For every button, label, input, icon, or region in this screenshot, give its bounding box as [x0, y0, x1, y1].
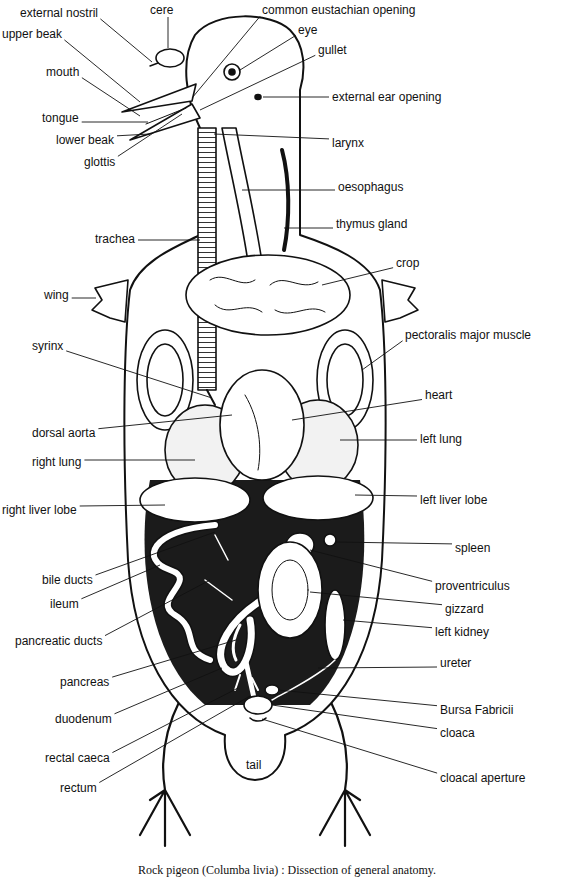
part-label: common eustachian opening — [262, 3, 415, 17]
part-label: wing — [44, 288, 69, 302]
leader-line — [100, 19, 152, 62]
leader-line — [72, 298, 96, 299]
leader-line — [82, 122, 148, 123]
part-label: dorsal aorta — [32, 426, 95, 440]
leader-line — [138, 240, 200, 241]
leader-line — [80, 505, 165, 506]
leader-line — [112, 688, 238, 753]
leader-line — [318, 667, 437, 668]
part-label: thymus gland — [336, 217, 407, 231]
part-label: eye — [298, 23, 317, 37]
leader-line — [242, 190, 335, 191]
part-label: rectum — [60, 781, 97, 795]
leader-line — [262, 719, 437, 773]
part-label: Bursa Fabricii — [440, 703, 513, 717]
part-label: larynx — [332, 136, 364, 150]
leader-line — [99, 696, 250, 783]
leader-line — [168, 17, 169, 48]
leader-line — [340, 440, 417, 441]
part-label: lower beak — [56, 133, 114, 147]
leader-line — [200, 55, 315, 110]
leader-line — [98, 415, 232, 429]
part-label: trachea — [95, 232, 135, 246]
part-label: duodenum — [55, 712, 112, 726]
part-label: external ear opening — [332, 90, 441, 104]
leader-line — [192, 16, 260, 98]
part-label: cloacal aperture — [440, 771, 525, 785]
part-label: left kidney — [435, 625, 489, 639]
part-label: crop — [396, 256, 419, 270]
part-label: tongue — [42, 111, 79, 125]
part-label: left lung — [420, 432, 462, 446]
figure-caption: Rock pigeon (Columba livia) : Dissection… — [0, 863, 574, 877]
leader-line — [118, 114, 182, 156]
part-label: syrinx — [32, 339, 63, 353]
part-label: gullet — [318, 43, 347, 57]
part-label: cloaca — [440, 726, 475, 740]
part-label: proventriculus — [435, 579, 510, 593]
leader-line — [240, 36, 296, 70]
leader-line — [112, 640, 236, 677]
leader-line — [272, 705, 437, 729]
part-label: left liver lobe — [420, 493, 487, 507]
leader-line — [115, 668, 223, 714]
leader-line — [355, 495, 417, 496]
leader-line — [310, 550, 432, 581]
part-label: tail — [246, 758, 261, 772]
part-label: ureter — [440, 656, 471, 670]
part-label: glottis — [84, 155, 115, 169]
part-label: mouth — [46, 65, 79, 79]
part-label: rectal caeca — [45, 751, 110, 765]
part-label: ileum — [50, 597, 79, 611]
part-label: spleen — [455, 541, 490, 555]
leader-line — [310, 592, 442, 605]
leader-line — [322, 268, 393, 285]
part-label: pancreatic ducts — [15, 634, 102, 648]
leader-line — [214, 134, 329, 139]
leader-line — [66, 351, 212, 398]
leader-line — [82, 78, 140, 116]
leader-line — [336, 542, 452, 544]
leader-line — [278, 690, 437, 706]
part-label: right liver lobe — [2, 503, 77, 517]
leader-line — [81, 565, 160, 599]
leader-line — [84, 460, 195, 461]
part-label: heart — [425, 388, 452, 402]
leader-line — [105, 580, 210, 636]
leader-line — [284, 228, 333, 229]
part-label: right lung — [32, 455, 81, 469]
leader-line — [362, 341, 403, 370]
leader-line — [263, 97, 329, 98]
part-label: pectoralis major muscle — [405, 328, 531, 342]
part-label: bile ducts — [42, 573, 93, 587]
leader-line — [343, 620, 432, 628]
part-label: external nostril — [20, 6, 98, 20]
leader-line — [292, 400, 422, 421]
part-label: upper beak — [2, 27, 62, 41]
part-label: gizzard — [445, 602, 484, 616]
leader-line — [117, 134, 150, 136]
part-label: oesophagus — [338, 180, 403, 194]
part-label: pancreas — [60, 675, 109, 689]
part-label: cere — [150, 3, 173, 17]
leader-line — [96, 532, 216, 575]
